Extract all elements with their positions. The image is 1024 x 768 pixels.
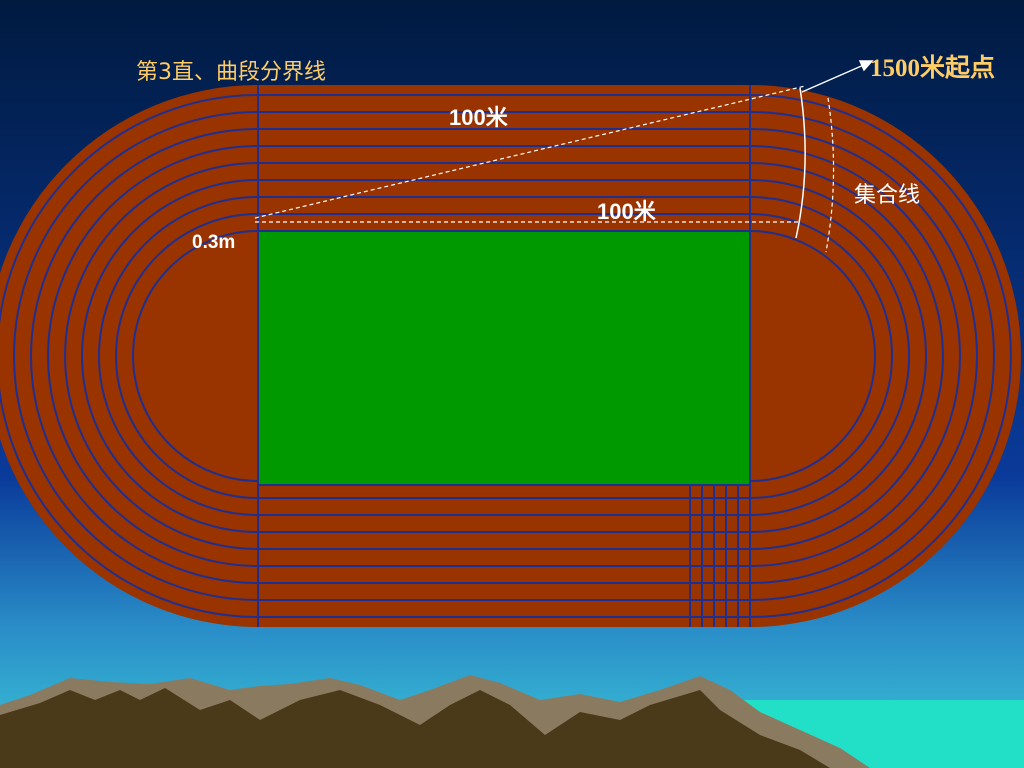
gathering-line-label: 集合线 <box>854 183 921 208</box>
curve-divider-lines <box>257 85 751 627</box>
start-line <box>795 87 806 239</box>
infield <box>257 230 751 486</box>
distance-dashed-lines <box>254 85 835 253</box>
mountains <box>0 675 870 768</box>
offset-label: 0.3m <box>192 232 236 253</box>
distance-label-top: 100米 <box>449 105 508 130</box>
start-point-label: 1500米起点 <box>870 55 996 82</box>
divider-line-label: 第3直、曲段分界线 <box>136 60 326 85</box>
finish-line-grid <box>689 485 739 627</box>
start-arrow <box>801 60 874 93</box>
distance-label-mid: 100米 <box>597 199 656 224</box>
